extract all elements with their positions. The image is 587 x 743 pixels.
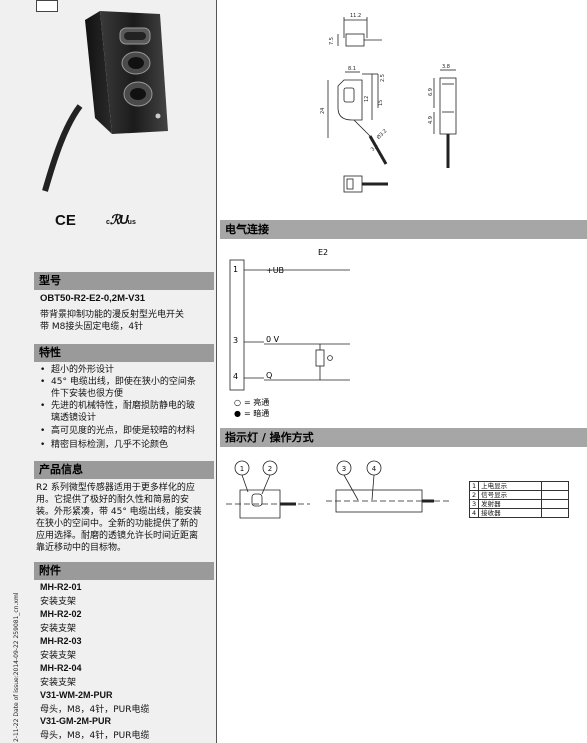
ul-mark: cℛUus: [106, 212, 136, 228]
dimension-drawings: 11.2 7.5 8.1 2.5 24 12 15 3.8 6.9 4.9 3.…: [320, 13, 457, 193]
legend-light-on: = 亮通: [244, 397, 269, 407]
dim-label-5: 24: [320, 108, 326, 114]
product-info-line-3: 装。外形紧凑，带 45° 电缆出线，能安装: [36, 507, 202, 517]
ul-logo-icon: ℛU: [109, 212, 129, 227]
pin-num-3: 3: [233, 336, 238, 345]
pin-label-0v: 0 V: [266, 335, 280, 344]
corner-marker: [36, 0, 58, 12]
feature-item-5: •精密目标检测，几乎不论颜色: [40, 440, 169, 450]
accessory-code-5: V31-WM-2M-PUR: [40, 690, 113, 700]
feature-item-1: •超小的外形设计: [40, 365, 115, 375]
accessory-code-2: MH-R2-02: [40, 609, 82, 619]
dim-label-7: 15: [378, 100, 384, 106]
accessory-desc-3: 安装支架: [40, 651, 77, 661]
column-divider: [216, 0, 217, 743]
ce-mark: CE: [55, 212, 76, 229]
ul-us-label: us: [127, 219, 136, 226]
wiring-diagram: E2 1 3 4 +UB 0 V Q ○ = 亮通 ● = 暗通: [229, 248, 350, 418]
section-electrical: 电气连接: [220, 220, 587, 239]
indicator-diagram: 1 2 3 4: [226, 460, 450, 519]
pin-num-1: 1: [233, 265, 238, 274]
pin-num-4: 4: [233, 372, 238, 381]
dim-label-9: 6.9: [428, 88, 434, 96]
callout-1: 1: [240, 465, 244, 473]
accessory-desc-5: 母头，M8，4针，PUR电缆: [40, 705, 150, 715]
section-accessories: 附件: [34, 562, 214, 580]
dim-label-4: 2.5: [380, 74, 386, 82]
callout-4: 4: [372, 465, 377, 473]
model-desc-line-1: 带背景抑制功能的漫反射型光电开关: [40, 310, 185, 320]
model-number: OBT50-R2-E2-0,2M-V31: [40, 293, 146, 304]
callout-2: 2: [268, 465, 272, 473]
pin-label-ub: +UB: [266, 266, 284, 275]
accessory-code-6: V31-GM-2M-PUR: [40, 716, 112, 726]
dim-label-2: 7.5: [329, 37, 335, 45]
issue-date-sidetext: 2-11-22 Date of issue:2014-09-22 259081_…: [13, 592, 20, 742]
accessory-code-1: MH-R2-01: [40, 582, 82, 592]
product-info-line-1: R2 系列微型传感器适用于更多样化的应: [36, 483, 195, 493]
section-features: 特性: [34, 344, 214, 362]
product-info-line-6: 靠近移动中的目标物。: [36, 543, 127, 553]
callout-3: 3: [342, 465, 346, 473]
dim-label-6: 12: [364, 96, 370, 102]
feature-item-2: •45° 电缆出线，即使在狭小的空间条件下安装也很方便: [40, 377, 196, 399]
pin-label-q: Q: [266, 371, 272, 380]
accessory-code-4: MH-R2-04: [40, 663, 82, 673]
feature-item-3: •先进的机械特性，耐磨损防静电的玻璃透镜设计: [40, 401, 196, 423]
dim-label-10: 4.9: [428, 116, 434, 124]
legend-dark-on-symbol: ●: [234, 409, 241, 418]
accessory-desc-6: 母头，M8，4针，PUR电缆: [40, 731, 150, 741]
model-desc-line-2: 带 M8接头固定电缆，4针: [40, 322, 144, 332]
accessory-code-3: MH-R2-03: [40, 636, 82, 646]
dim-label-1: 11.2: [350, 13, 361, 19]
product-photo: [42, 11, 168, 192]
ul-c-icon: c: [106, 219, 110, 226]
product-info-line-2: 用。它提供了极好的耐久性和简易的安: [36, 495, 190, 505]
product-info-line-5: 应用选择。耐磨的透镜允许长时间近距离: [36, 531, 199, 541]
dim-label-11: 3.5: [370, 143, 380, 153]
accessory-desc-4: 安装支架: [40, 678, 77, 688]
section-product-info: 产品信息: [34, 461, 214, 479]
section-indicator: 指示灯 / 操作方式: [220, 428, 587, 447]
accessory-desc-1: 安装支架: [40, 597, 77, 607]
dim-label-8: 3.8: [442, 64, 450, 70]
dim-label-3: 8.1: [348, 66, 356, 72]
wiring-title: E2: [318, 248, 328, 257]
product-info-line-4: 在狭小的空间中。全新的功能提供了新的: [36, 519, 199, 529]
feature-item-4: •高可见度的光点，即使是较暗的材料: [40, 426, 196, 436]
dim-label-12: Ø3.2: [375, 127, 388, 140]
legend-light-on-symbol: ○: [234, 398, 241, 407]
section-model: 型号: [34, 272, 214, 290]
accessory-desc-2: 安装支架: [40, 624, 77, 634]
legend-dark-on: = 暗通: [244, 408, 269, 418]
